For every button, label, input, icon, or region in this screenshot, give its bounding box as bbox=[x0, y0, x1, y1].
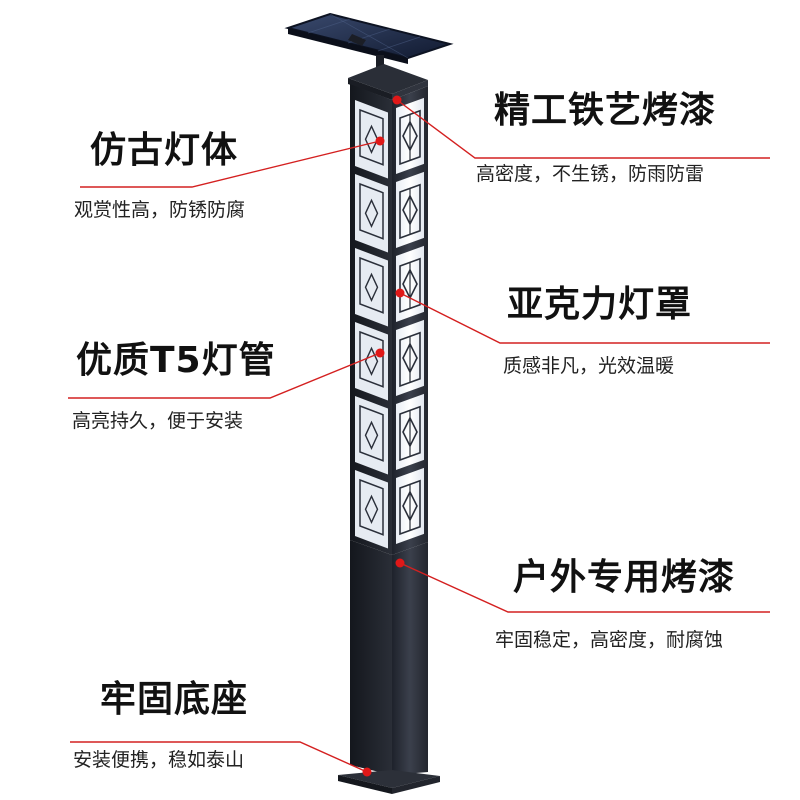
callout-acrylic-shade: 亚克力灯罩 质感非凡，光效温暖 bbox=[503, 284, 693, 376]
pole-top-cap bbox=[348, 64, 428, 100]
side-pane-diamond bbox=[364, 494, 379, 524]
side-glass-pane bbox=[355, 322, 388, 401]
leader-outdoor-paint bbox=[399, 562, 770, 613]
callout-title: 精工铁艺烤漆 bbox=[494, 90, 717, 131]
callout-anchor-dot bbox=[395, 558, 405, 568]
side-pane-diamond bbox=[364, 346, 379, 376]
pole-base bbox=[338, 770, 440, 794]
callout-iron-paint: 精工铁艺烤漆 高密度，不生锈，防雨防雷 bbox=[476, 90, 717, 184]
callout-title: 牢固底座 bbox=[100, 679, 249, 720]
side-glass-pane bbox=[355, 396, 388, 475]
leader-antique-lamp-body bbox=[80, 140, 381, 188]
callout-anchor-dot bbox=[375, 348, 385, 358]
side-pane-frame bbox=[359, 108, 384, 166]
callout-anchor-dot bbox=[375, 136, 385, 146]
callout-desc: 安装便携，稳如泰山 bbox=[73, 749, 245, 771]
side-pane-diamond bbox=[364, 420, 379, 450]
solar-panel bbox=[284, 12, 454, 77]
callout-antique-lamp-body: 仿古灯体 观赏性高，防锈防腐 bbox=[74, 130, 245, 220]
callout-anchor-dot bbox=[392, 95, 402, 105]
side-pane-diamond bbox=[364, 272, 379, 302]
side-glass-pane bbox=[355, 174, 388, 253]
leader-t5-tube bbox=[68, 352, 381, 399]
pane-frame bbox=[399, 109, 421, 166]
callout-title: 亚克力灯罩 bbox=[507, 284, 693, 325]
callout-t5-tube: 优质T5灯管 高亮持久，便于安装 bbox=[72, 340, 276, 431]
callout-title: 仿古灯体 bbox=[90, 130, 239, 171]
callout-desc: 牢固稳定，高密度，耐腐蚀 bbox=[495, 629, 724, 651]
side-pane-frame bbox=[359, 330, 384, 388]
pane-frame bbox=[399, 183, 421, 240]
side-pane-frame bbox=[359, 478, 384, 536]
side-pane-frame bbox=[359, 256, 384, 314]
acrylic-lamp-shade bbox=[355, 97, 424, 549]
callout-leader-lines bbox=[68, 95, 770, 777]
callout-outdoor-paint: 户外专用烤漆 牢固稳定，高密度，耐腐蚀 bbox=[495, 557, 736, 650]
callout-desc: 质感非凡，光效温暖 bbox=[503, 355, 675, 377]
pane-frame bbox=[399, 405, 421, 462]
callout-desc: 观赏性高，防锈防腐 bbox=[74, 199, 246, 221]
side-glass-pane bbox=[355, 248, 388, 327]
callout-solid-base: 牢固底座 安装便携，稳如泰山 bbox=[73, 679, 249, 770]
callout-anchor-dot bbox=[362, 767, 372, 777]
side-glass-pane bbox=[355, 470, 388, 549]
callout-desc: 高密度，不生锈，防雨防雷 bbox=[476, 163, 705, 185]
leader-solid-base bbox=[70, 741, 368, 773]
side-pane-diamond bbox=[364, 124, 379, 154]
side-pane-frame bbox=[359, 404, 384, 462]
pane-frame bbox=[399, 479, 421, 536]
leader-acrylic-shade bbox=[399, 292, 770, 344]
side-pane-frame bbox=[359, 182, 384, 240]
pole-lower bbox=[350, 540, 428, 775]
side-pane-diamond bbox=[364, 198, 379, 228]
side-glass-pane bbox=[355, 100, 388, 179]
leader-iron-paint bbox=[396, 99, 770, 159]
callout-title: 户外专用烤漆 bbox=[513, 557, 736, 598]
callout-desc: 高亮持久，便于安装 bbox=[72, 410, 244, 432]
callout-title: 优质T5灯管 bbox=[76, 340, 276, 381]
pane-frame bbox=[399, 331, 421, 388]
callout-anchor-dot bbox=[395, 288, 405, 298]
